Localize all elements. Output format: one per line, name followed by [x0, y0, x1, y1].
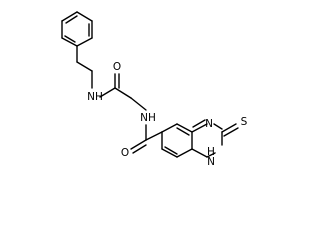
- bond: [161, 123, 178, 133]
- amide-nh-label: NH: [87, 91, 103, 103]
- bond: [191, 123, 208, 133]
- bond: [221, 123, 237, 133]
- bond: [130, 97, 147, 111]
- bond: [176, 127, 190, 136]
- bond: [161, 148, 178, 158]
- bond: [192, 119, 206, 128]
- bond: [164, 146, 178, 155]
- bond: [114, 87, 132, 99]
- bond: [132, 144, 147, 154]
- bond: [76, 61, 93, 72]
- bond: [213, 123, 223, 130]
- bond-layer: [61, 11, 239, 158]
- bond: [130, 139, 147, 150]
- ring-nitrogen-label: N: [205, 118, 213, 130]
- bond: [99, 87, 116, 98]
- bond: [191, 148, 208, 158]
- amide-oxygen-label: O: [113, 61, 121, 73]
- linker-nh-label: NH: [140, 112, 156, 124]
- bond: [61, 37, 78, 47]
- bond: [64, 35, 76, 43]
- bond: [176, 123, 193, 133]
- bond: [223, 127, 239, 137]
- bond: [206, 152, 216, 158]
- thione-sulfur-label: S: [241, 116, 248, 128]
- bond: [65, 15, 78, 24]
- carbonyl-oxygen-label: O: [121, 147, 129, 159]
- bond: [61, 11, 78, 22]
- bond: [145, 131, 163, 141]
- bond: [76, 37, 93, 47]
- bond: [176, 148, 193, 158]
- bond: [76, 11, 93, 22]
